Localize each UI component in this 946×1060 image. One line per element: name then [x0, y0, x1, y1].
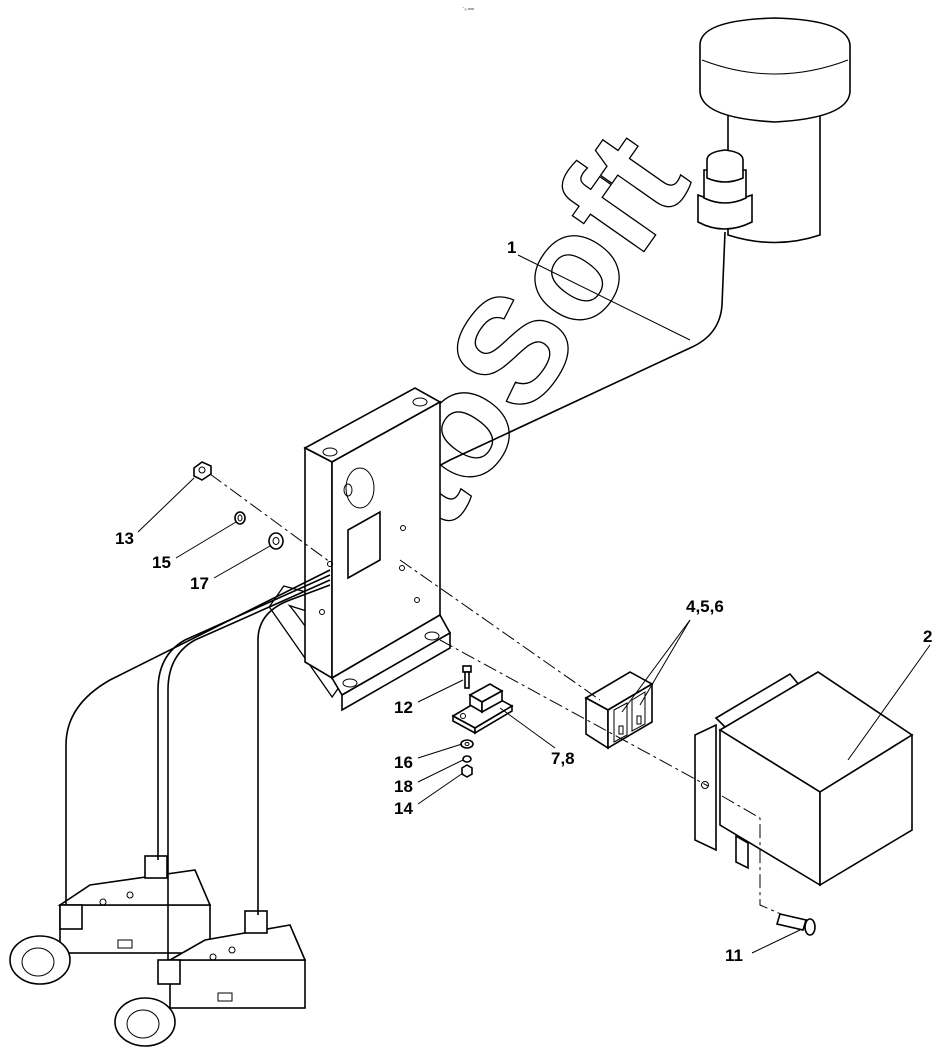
callout-12: 12: [394, 698, 413, 717]
mounting-bracket: [303, 387, 452, 712]
hydraulic-valve-1: [9, 855, 212, 985]
callout-2: 2: [923, 627, 932, 646]
nut-13: [193, 461, 212, 481]
valve-cables: [65, 569, 331, 960]
bolt-11: [775, 913, 816, 936]
washer-16: [460, 739, 474, 749]
beacon-lamp-part-1: [404, 17, 851, 485]
callout-11: 11: [725, 946, 743, 965]
control-box-part-2: [694, 671, 914, 887]
callout-15: 15: [152, 553, 171, 572]
callout-4-5-6: 4,5,6: [686, 597, 724, 616]
rocker-switch-assembly-4-5-6: [584, 671, 654, 750]
callout-1: 1: [507, 238, 516, 257]
callout-17: 17: [190, 574, 209, 593]
leader-lines: [137, 254, 931, 954]
hydraulic-valve-2: [114, 910, 307, 1047]
callout-14: 14: [394, 799, 413, 818]
callout-13: 13: [115, 529, 134, 548]
washer-18: [462, 755, 472, 763]
washer-17: [268, 532, 284, 550]
relay-7-8: [451, 683, 514, 735]
bolt-12: [462, 665, 472, 689]
callout-16: 16: [394, 753, 413, 772]
callout-18: 18: [394, 777, 413, 796]
callout-7-8: 7,8: [551, 749, 575, 768]
washer-15: [234, 511, 246, 525]
reference-mark: ⁻ₒ ₘₘ: [462, 6, 474, 12]
nut-14: [461, 764, 473, 778]
watermark: AutoSoft: [219, 103, 720, 718]
